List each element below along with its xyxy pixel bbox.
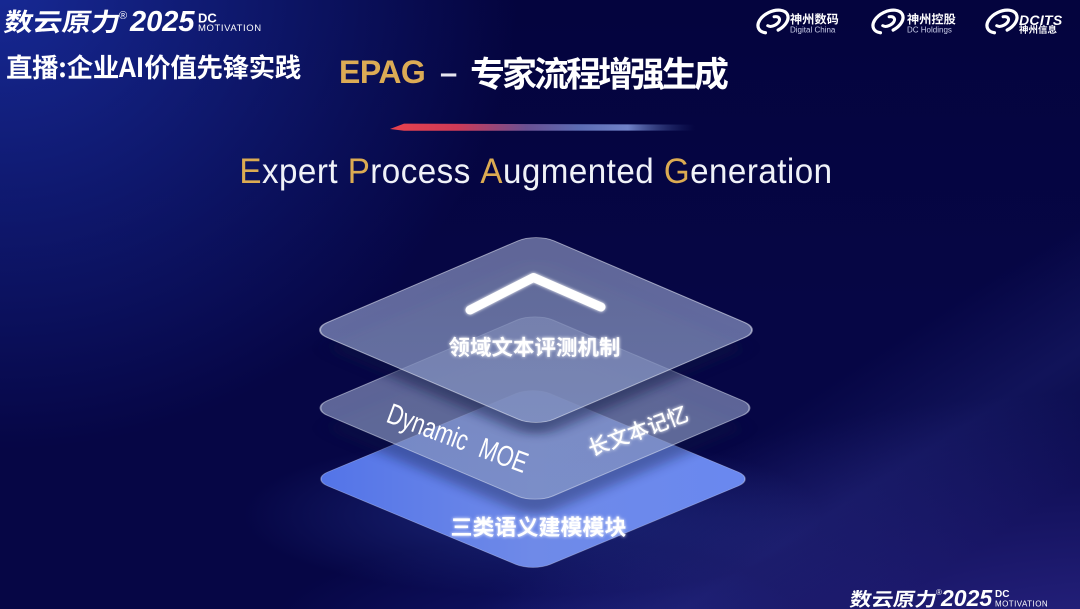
svg-text:Expert Process Augmented Gener: Expert Process Augmented Generation (239, 152, 832, 191)
svg-text:2025: 2025 (129, 6, 195, 38)
svg-text:2025: 2025 (940, 585, 993, 609)
svg-text:MOTIVATION: MOTIVATION (995, 600, 1048, 609)
svg-text:–: – (440, 55, 457, 90)
svg-text:®: ® (936, 588, 942, 597)
svg-text:MOTIVATION: MOTIVATION (198, 23, 262, 34)
svg-text:DC: DC (995, 589, 1009, 600)
svg-text:DC: DC (198, 11, 217, 26)
svg-text:®: ® (119, 10, 127, 22)
svg-text:EPAG: EPAG (339, 54, 425, 90)
svg-text:DC Holdings: DC Holdings (907, 26, 952, 35)
svg-text:Digital China: Digital China (790, 26, 836, 35)
svg-text:DCITS: DCITS (1019, 12, 1063, 28)
